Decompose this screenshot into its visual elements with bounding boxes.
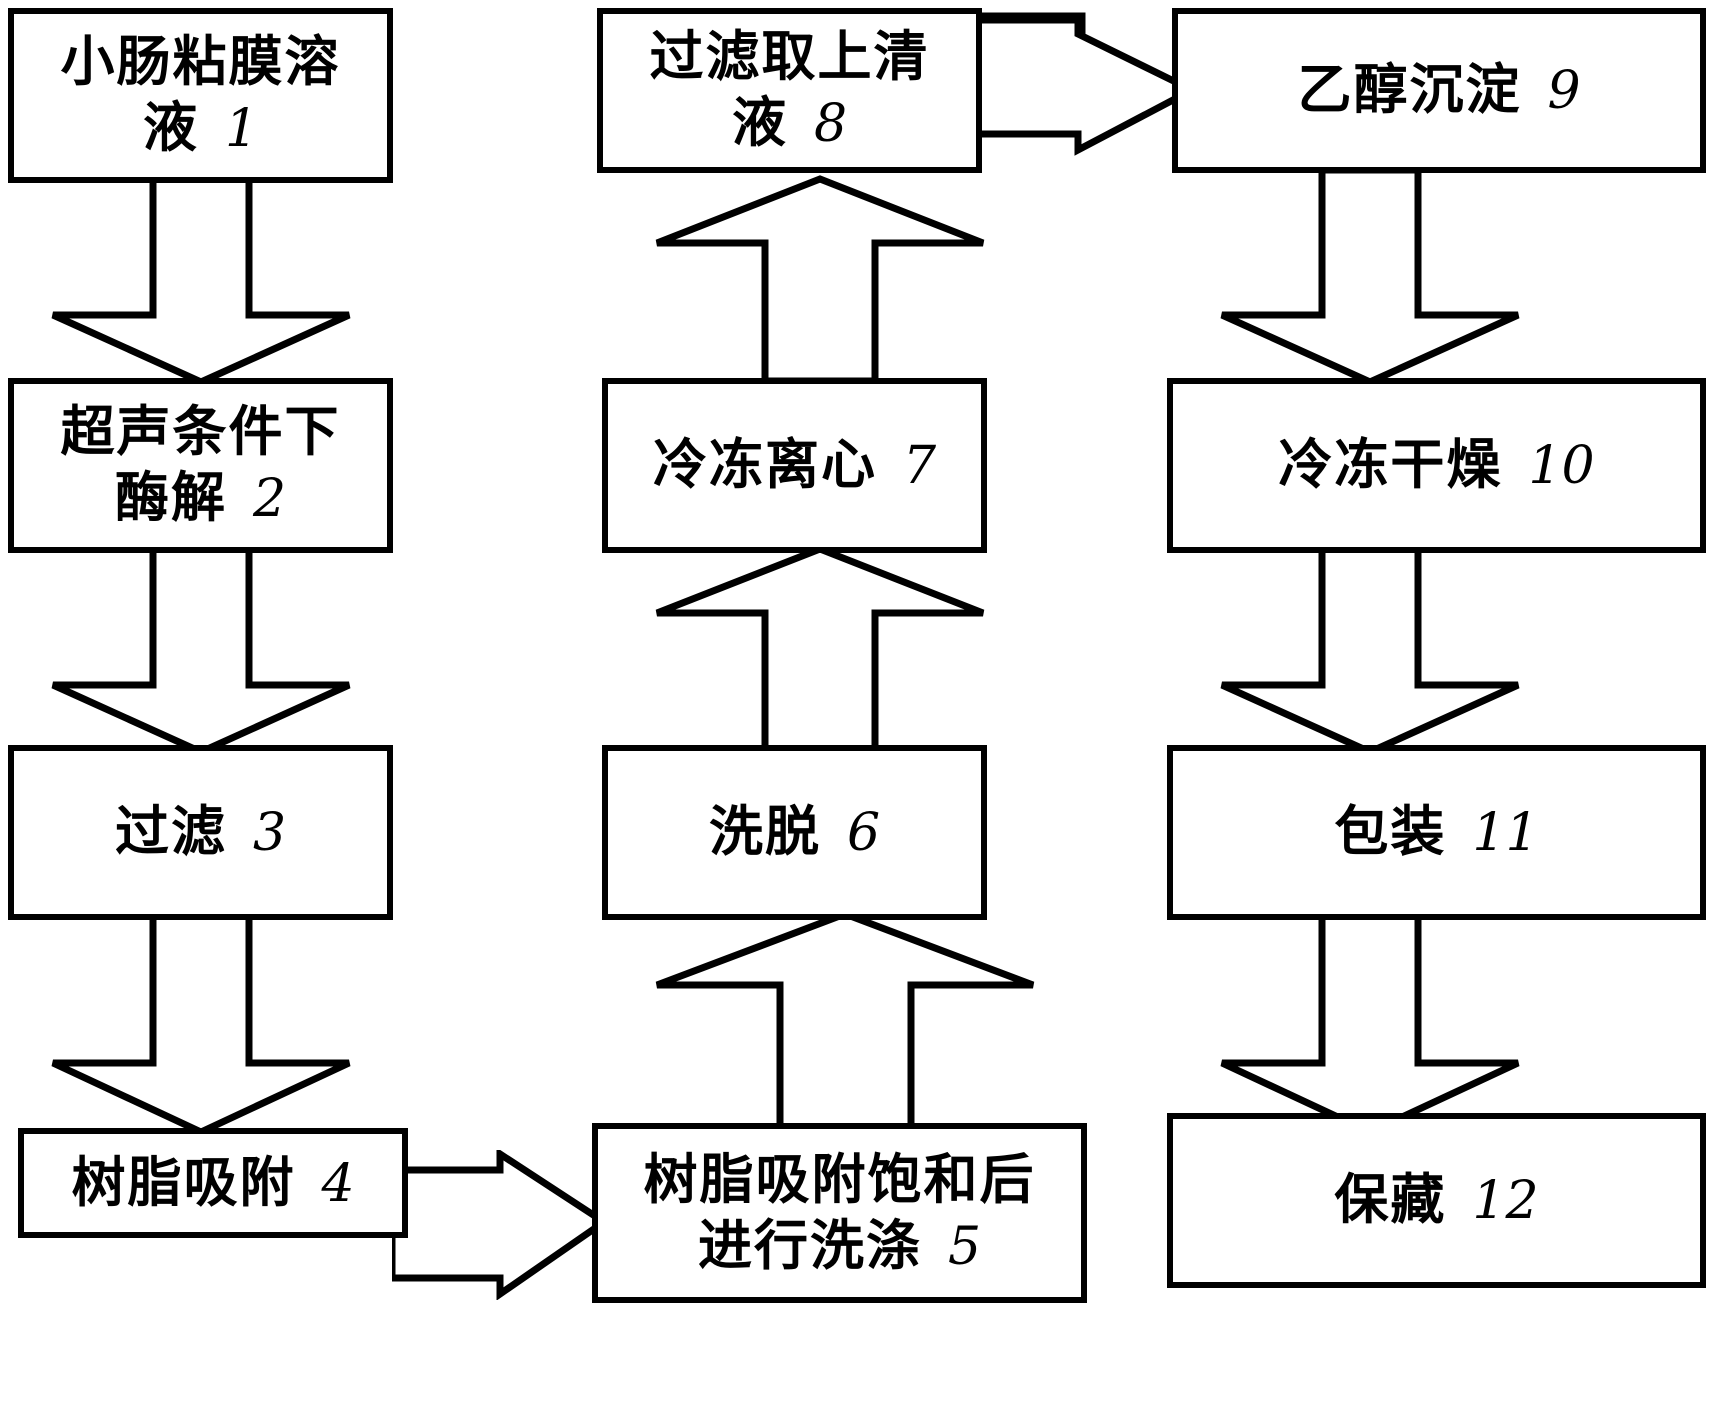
process-node-12-number: 12	[1472, 1171, 1539, 1232]
process-node-4-number: 4	[321, 1153, 355, 1214]
arrow-node11-to-node12	[1215, 905, 1525, 1135]
arrow-node4-to-node5	[392, 1150, 607, 1300]
process-node-11-number: 11	[1472, 803, 1539, 864]
process-node-5-number: 5	[947, 1216, 982, 1277]
process-node-2-number: 2	[252, 469, 287, 530]
process-node-9-number: 9	[1547, 61, 1581, 122]
arrow-node2-to-node3	[46, 540, 356, 755]
process-node-8-number: 8	[813, 94, 848, 155]
arrow-node8-to-node9	[960, 12, 1195, 172]
arrow-node5-to-node6	[650, 910, 1040, 1135]
arrow-node1-to-node2	[46, 170, 356, 385]
arrow-node9-to-node10	[1215, 170, 1525, 385]
process-node-10-number: 10	[1528, 436, 1595, 497]
arrow-node10-to-node11	[1215, 540, 1525, 755]
process-node-7-number: 7	[902, 436, 937, 497]
arrow-node7-to-node8	[650, 175, 990, 385]
process-node-3-number: 3	[252, 803, 287, 864]
arrow-node6-to-node7	[650, 545, 990, 755]
process-node-6-number: 6	[846, 803, 881, 864]
process-node-1-number: 1	[224, 99, 259, 160]
arrow-node3-to-node4	[46, 905, 356, 1135]
